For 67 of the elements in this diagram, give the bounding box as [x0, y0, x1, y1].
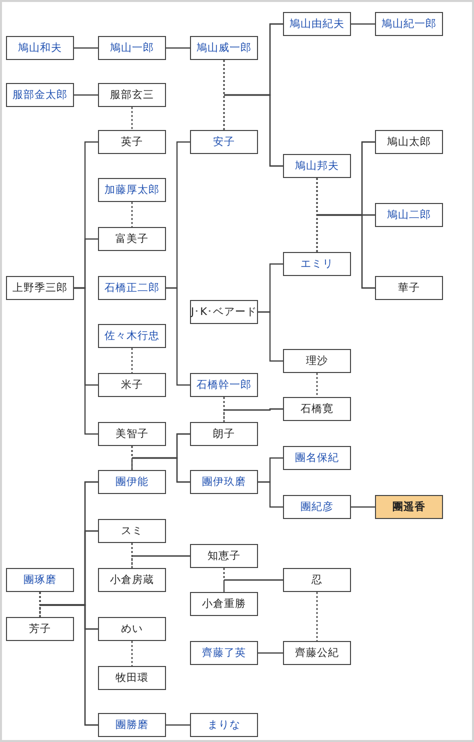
name-box: 小倉房蔵 [98, 568, 166, 592]
name-box: 忍 [283, 568, 351, 592]
connector-line [131, 457, 190, 483]
name-box: 鳩山紀一郎 [375, 12, 443, 36]
connector-line [351, 506, 375, 508]
connector-line [223, 579, 283, 592]
dashed-connector [131, 202, 133, 227]
name-box: 安子 [190, 130, 258, 154]
connector-line [166, 47, 190, 49]
name-box: まりな [190, 713, 258, 737]
name-box: 鳩山太郎 [375, 130, 443, 154]
connector-line [258, 652, 283, 654]
name-box: 團名保紀 [283, 446, 351, 470]
connector-line [223, 94, 283, 167]
name-box: 鳩山一郎 [98, 36, 166, 60]
name-box: スミ [98, 519, 166, 543]
dashed-connector [131, 641, 133, 666]
name-box: 鳩山由紀夫 [283, 12, 351, 36]
connector-line [351, 23, 375, 25]
connector-line [166, 287, 190, 386]
name-box: 知恵子 [190, 544, 258, 568]
name-box: 英子 [98, 130, 166, 154]
connector-line [74, 47, 98, 49]
name-box: 石橋幹一郎 [190, 373, 258, 397]
name-box: 團伊能 [98, 470, 166, 494]
connector-line [74, 94, 98, 96]
name-box: 服部金太郎 [6, 83, 74, 107]
dashed-connector [131, 348, 133, 373]
name-box: 團紀彦 [283, 495, 351, 519]
name-box: めい [98, 617, 166, 641]
connector-line [74, 287, 98, 435]
name-box: 石橋寛 [283, 397, 351, 421]
name-box: 美智子 [98, 422, 166, 446]
name-box: 鳩山威一郎 [190, 36, 258, 60]
name-box: 齊藤公紀 [283, 641, 351, 665]
name-box: 團勝磨 [98, 713, 166, 737]
dashed-connector [316, 373, 318, 397]
connector-line [316, 214, 375, 289]
connector-line [166, 724, 190, 726]
connector-line [131, 555, 190, 568]
name-box: 齊藤了英 [190, 641, 258, 665]
name-box: 鳩山邦夫 [283, 154, 351, 178]
name-box: 理沙 [283, 349, 351, 373]
connector-line [258, 481, 283, 508]
connector-line [258, 311, 283, 362]
name-box: 服部玄三 [98, 83, 166, 107]
name-box: J･K･ベアード [190, 300, 258, 324]
name-box: 團琢磨 [6, 568, 74, 592]
name-box: 牧田環 [98, 666, 166, 690]
name-box: 上野季三郎 [6, 276, 74, 300]
name-box: 芳子 [6, 617, 74, 641]
connector-line [223, 408, 283, 422]
name-box: 加藤厚太郎 [98, 178, 166, 202]
name-box: 華子 [375, 276, 443, 300]
highlighted-name-box: 團遥香 [375, 495, 443, 519]
name-box: 鳩山二郎 [375, 203, 443, 227]
name-box: 富美子 [98, 227, 166, 251]
name-box: 石橋正二郎 [98, 276, 166, 300]
name-box: エミリ [283, 252, 351, 276]
name-box: 鳩山和夫 [6, 36, 74, 60]
name-box: 小倉重勝 [190, 592, 258, 616]
name-box: 團伊玖磨 [190, 470, 258, 494]
dashed-connector [316, 592, 318, 641]
name-box: 佐々木行忠 [98, 324, 166, 348]
name-box: 朗子 [190, 422, 258, 446]
name-box: 米子 [98, 373, 166, 397]
dashed-connector [131, 107, 133, 130]
